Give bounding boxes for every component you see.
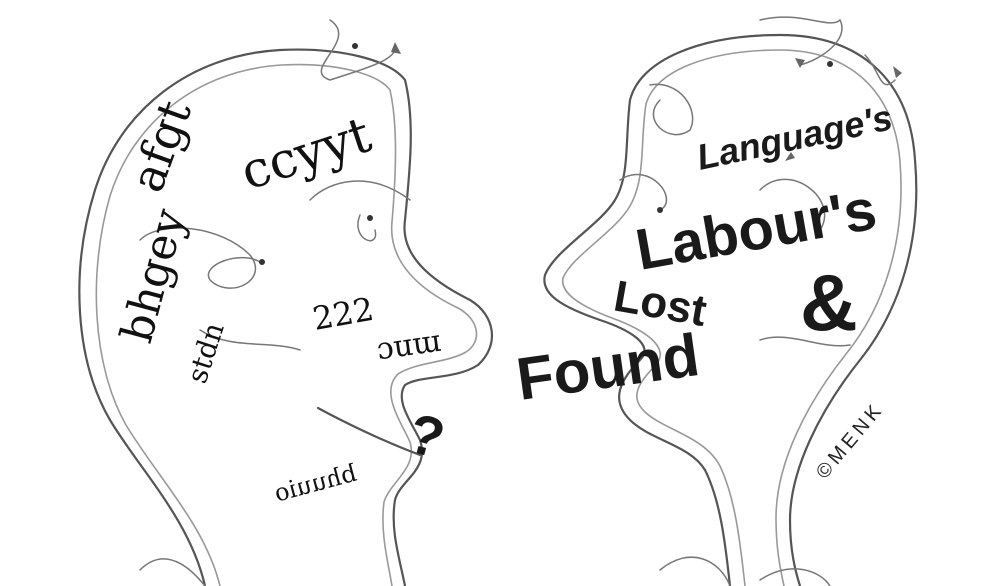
signature: ©MENK	[812, 398, 888, 483]
decorative-swirls	[139, 16, 902, 586]
left-head-outline	[78, 48, 493, 586]
word-mnc: mnc	[375, 327, 444, 371]
title-languages: Language's	[693, 96, 896, 177]
word-bhgey: bhgey	[111, 204, 195, 348]
title-found: Found	[512, 321, 703, 413]
word-ccyyt: ccyyt	[234, 105, 378, 201]
question-mark: ?	[402, 401, 451, 471]
word-222: 222	[310, 290, 377, 338]
ampersand: &	[800, 258, 858, 347]
word-bhuuio: bhuuio	[271, 459, 359, 508]
word-stdn: stdn	[180, 318, 230, 387]
word-afgt: afgt	[120, 93, 203, 199]
right-head-words: Language's Labour's Lost & Found	[512, 96, 895, 412]
left-head-words: afgt ccyyt bhgey stdn 222 mnc bhuuio ?	[111, 93, 451, 508]
right-head-outline	[543, 33, 918, 586]
